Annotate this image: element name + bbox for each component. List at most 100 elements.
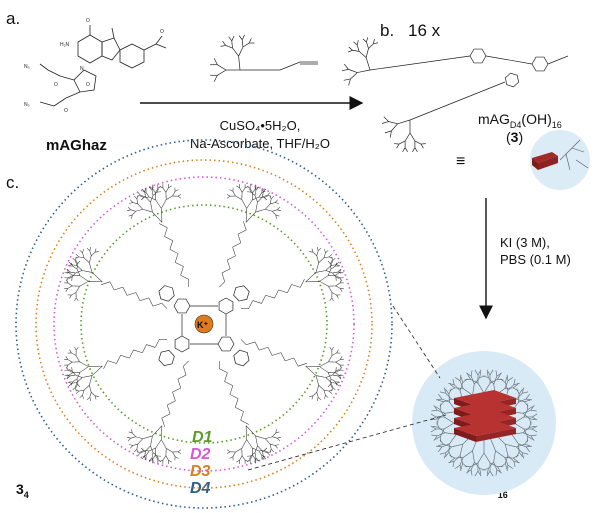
dendron-branch bbox=[431, 434, 438, 437]
dendron-branch bbox=[249, 188, 252, 193]
linker-bond bbox=[177, 379, 182, 389]
dendron-branch bbox=[226, 451, 231, 454]
dendron-branch bbox=[226, 194, 231, 197]
dendron-branch bbox=[272, 436, 278, 439]
dendron-branch bbox=[270, 202, 276, 205]
dendron-branch bbox=[79, 394, 83, 398]
dendron-branch bbox=[507, 455, 514, 462]
dendron-branch bbox=[65, 356, 68, 360]
dendron-branch bbox=[76, 377, 83, 383]
dendron-branch bbox=[505, 376, 508, 383]
dendron-branch bbox=[439, 391, 446, 394]
dendron-branch bbox=[66, 375, 69, 380]
dendron-branch bbox=[86, 247, 90, 251]
dendron-branch bbox=[328, 286, 333, 293]
dendron-branch bbox=[86, 397, 90, 401]
dendron-branch bbox=[152, 455, 156, 460]
dendron-branch bbox=[335, 275, 340, 279]
phenyl-ring bbox=[233, 285, 250, 302]
dendron-branch bbox=[518, 398, 527, 403]
linker-bond bbox=[172, 387, 181, 393]
dendron-branch bbox=[325, 265, 332, 271]
dendron-bond bbox=[213, 58, 218, 65]
linker-bond bbox=[174, 253, 179, 263]
dendron-branch bbox=[440, 428, 445, 437]
dendron-branch bbox=[340, 288, 343, 292]
dendron-branch bbox=[324, 395, 326, 399]
dendron-branch bbox=[331, 346, 334, 351]
assembled-quadruplex-icon bbox=[412, 351, 556, 495]
dendron-branch bbox=[454, 387, 464, 389]
linker-bond bbox=[300, 279, 305, 288]
dendron-branch bbox=[443, 444, 452, 448]
dendron-branch bbox=[438, 394, 443, 400]
dendron-branch bbox=[155, 455, 159, 460]
dendron-branch bbox=[88, 365, 103, 367]
dendron-branch bbox=[340, 356, 343, 360]
dendron-branch bbox=[174, 189, 179, 192]
dendron-branch bbox=[177, 451, 182, 454]
dendron-branch bbox=[432, 426, 439, 428]
dendron-branch bbox=[257, 445, 263, 452]
dendron-branch bbox=[78, 256, 84, 259]
dendron-branch bbox=[316, 255, 319, 263]
dendron-branch bbox=[130, 209, 136, 212]
dendron-branch bbox=[516, 388, 520, 395]
guanine-ring bbox=[469, 48, 487, 64]
dendron-branch bbox=[65, 288, 68, 292]
product-bond bbox=[368, 43, 374, 49]
linker-bond bbox=[109, 281, 115, 291]
dendron-branch bbox=[448, 460, 455, 463]
dendron-branch bbox=[249, 455, 253, 460]
dendron-branch bbox=[459, 455, 463, 464]
dendron-branch bbox=[474, 470, 479, 477]
dendron-branch bbox=[130, 436, 136, 439]
dendron-branch bbox=[162, 187, 167, 193]
dendron-branch bbox=[433, 405, 438, 411]
dendron-branch bbox=[70, 374, 76, 377]
dendron-branch bbox=[523, 409, 528, 418]
dendron-bond bbox=[231, 40, 233, 49]
dendron-branch bbox=[489, 462, 498, 467]
product-bond bbox=[397, 119, 411, 125]
dendron-branch bbox=[151, 457, 154, 462]
product-bond bbox=[388, 121, 398, 125]
dendron-branch bbox=[330, 260, 333, 265]
dendron-branch bbox=[68, 272, 73, 276]
dendron-branch bbox=[275, 429, 277, 433]
dendron-branch bbox=[328, 390, 333, 394]
dendron-branch bbox=[477, 383, 485, 394]
dendron-branch bbox=[522, 391, 529, 394]
dendron-branch bbox=[316, 385, 319, 393]
dendron-branch bbox=[448, 383, 455, 386]
dendron-branch bbox=[330, 383, 333, 388]
dendron-branch bbox=[151, 452, 154, 458]
reactant-name: mAGhaz bbox=[46, 137, 107, 154]
dendron-branch bbox=[337, 375, 341, 379]
generation-label-d1: D1 bbox=[192, 429, 213, 446]
dendron-branch bbox=[142, 435, 153, 439]
dendron-branch bbox=[177, 449, 182, 453]
dendron-branch bbox=[330, 265, 336, 270]
linker-bond bbox=[259, 346, 269, 351]
dendron-branch bbox=[516, 398, 525, 402]
dendron-branch bbox=[330, 382, 333, 388]
dendron-branch bbox=[507, 464, 513, 469]
dendron-branch bbox=[74, 346, 77, 351]
linker-bond bbox=[169, 249, 179, 254]
dendron-branch bbox=[511, 434, 519, 444]
dendron-branch bbox=[68, 261, 72, 265]
dendron-branch bbox=[269, 198, 272, 204]
dendron-branch bbox=[324, 249, 326, 253]
dendron-branch bbox=[530, 405, 535, 411]
dendron-branch bbox=[315, 375, 319, 386]
dendron-bond bbox=[225, 45, 233, 49]
dendron-branch bbox=[261, 188, 264, 192]
dendron-branch bbox=[526, 398, 533, 401]
linker-bond bbox=[240, 339, 247, 345]
dendron-branch bbox=[489, 470, 494, 477]
linker-bond bbox=[284, 357, 294, 362]
dendron-branch bbox=[155, 439, 162, 449]
dendron-branch bbox=[75, 256, 77, 261]
